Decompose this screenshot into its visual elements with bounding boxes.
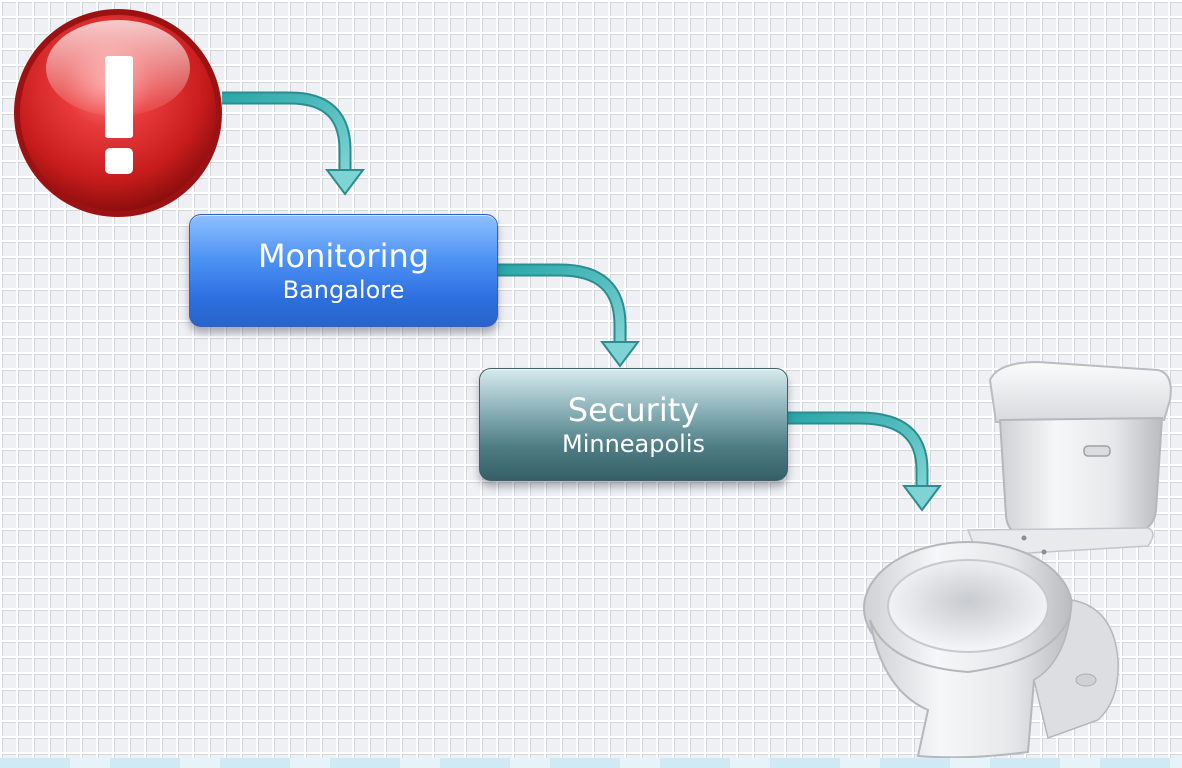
toilet-icon <box>863 360 1172 759</box>
node-monitoring-title: Monitoring <box>257 236 430 275</box>
bottom-strip <box>0 758 1182 768</box>
node-security-title: Security <box>567 390 700 429</box>
arrow-security-to-toilet <box>788 411 942 512</box>
node-monitoring: Monitoring Bangalore <box>189 214 498 327</box>
arrow-monitoring-to-security <box>498 263 640 368</box>
alert-exclamation-icon <box>14 9 222 217</box>
node-security: Security Minneapolis <box>479 368 788 481</box>
arrow-alert-to-monitoring <box>222 91 365 196</box>
node-security-location: Minneapolis <box>561 429 706 458</box>
node-monitoring-location: Bangalore <box>282 275 405 304</box>
